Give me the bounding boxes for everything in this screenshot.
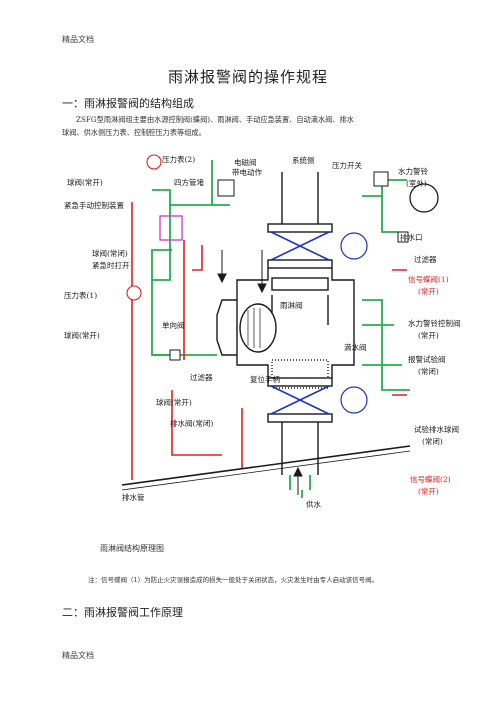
label-ball-valve-closed: 球阀(常闭) [92, 248, 128, 258]
label-test-drain: 试验排水球阀 [414, 424, 459, 434]
label-alarm-test: 报警试验阀 [408, 354, 446, 364]
label-strainer-right: 过滤器 [414, 254, 437, 264]
strainer-icon [169, 349, 181, 361]
gauge-icon [126, 154, 162, 301]
green-piping [151, 160, 410, 498]
label-ball-valve-open2: 球阀(常开) [64, 330, 100, 340]
label-normally-open2: (常开) [418, 487, 439, 496]
deluge-valve-diagram: 压力表(2) 球阀(常开) 四方管堵 电磁阀 带电动作 系统侧 压力开关 水力警… [64, 154, 461, 509]
label-reset-handle: 复位手柄 [250, 374, 280, 384]
label-pressure-switch: 压力开关 [332, 160, 362, 170]
paragraph-line-2: 球阀、供水侧压力表、控制腔压力表等组成。 [62, 128, 206, 137]
label-alarm-test-state: (常闭) [418, 367, 439, 376]
section1-paragraph: ZSFG型雨淋阀组主要由水源控制阀(蝶阀)、雨淋阀、手动应急装置、自动滴水阀、排… [62, 113, 436, 139]
flow-arrows [217, 250, 303, 495]
label-gauge2: 压力表(2) [162, 154, 195, 164]
label-solenoid: 电磁阀 [234, 157, 257, 167]
label-signal-valve2: 信号蝶阀(2) [410, 474, 451, 484]
page-title: 雨淋报警阀的操作规程 [167, 68, 328, 86]
solenoid-valve-icon [217, 179, 235, 197]
page-footer: 精品文档 [62, 651, 94, 660]
label-normally-open1: (常开) [418, 287, 439, 296]
page-header: 精品文档 [62, 35, 94, 44]
strainer-icon [397, 231, 409, 243]
label-bell-ctrl: 水力警铃控制阀 [408, 318, 461, 328]
pressure-switch-icon [373, 171, 389, 187]
drain-pipe-line [121, 445, 411, 486]
label-four-way: 四方管堵 [174, 177, 204, 187]
label-solenoid-act: 带电动作 [232, 167, 262, 177]
section1-heading: 一：雨淋报警阀的结构组成 [62, 97, 194, 110]
label-system-side: 系统侧 [292, 155, 315, 165]
alarm-bell-icon [409, 183, 439, 213]
label-supply: 供水 [306, 499, 321, 509]
red-piping [131, 202, 407, 480]
label-bell-ctrl-state: (常开) [418, 331, 439, 340]
label-check-valve: 单向阀 [162, 320, 185, 330]
emergency-box-icon [159, 215, 183, 241]
label-gauge1: 压力表(1) [64, 290, 97, 300]
label-test-drain-state: (常闭) [422, 437, 443, 446]
diagram-caption: 雨淋阀结构原理图 [100, 544, 164, 553]
label-ball-valve-open3: 球阀(常开) [156, 397, 192, 407]
note-text: 注：信号蝶阀（1）为防止火灾误报造成的损失一般处于关闭状态，火灾发生时由专人启动… [88, 576, 379, 584]
label-ball-valve-open: 球阀(常开) [67, 177, 103, 187]
label-drip-valve: 滴水阀 [344, 342, 367, 352]
label-deluge-valve: 雨淋阀 [280, 300, 303, 310]
section2-heading: 二：雨淋报警阀工作原理 [62, 606, 183, 619]
label-signal-valve1: 信号蝶阀(1) [408, 274, 449, 284]
label-emergency-open: 紧急时打开 [92, 260, 130, 270]
label-strainer-left: 过滤器 [190, 372, 213, 382]
signal-valve-2-wheel [340, 386, 368, 414]
label-water-alarm-bell: 水力警铃 [398, 166, 428, 176]
label-drain-pipe: 排水管 [122, 492, 145, 502]
paragraph-line-1: ZSFG型雨淋阀组主要由水源控制阀(蝶阀)、雨淋阀、手动应急装置、自动滴水阀、排… [76, 115, 354, 124]
valve-body [216, 172, 355, 475]
signal-valve-1-wheel [340, 232, 368, 260]
label-drain-port: 排水口 [400, 232, 423, 242]
label-outdoor: (室外) [406, 178, 427, 188]
label-emergency: 紧急手动控制装置 [64, 200, 124, 210]
label-drain-valve: 排水阀(常闭) [170, 418, 213, 428]
